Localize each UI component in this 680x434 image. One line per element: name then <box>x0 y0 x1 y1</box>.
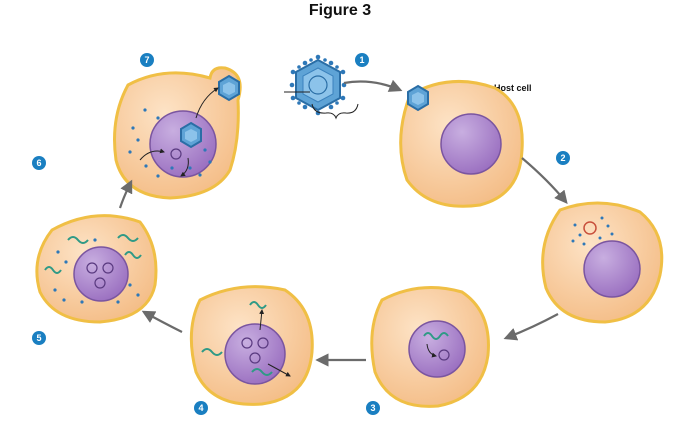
arrow-1-to-host <box>343 79 403 92</box>
arrow-5-to-7 <box>118 179 133 209</box>
step-badge-3: 3 <box>366 401 380 415</box>
cell-genome-entry <box>370 286 490 408</box>
step-badge-1: 1 <box>355 53 369 67</box>
step-badge-5: 5 <box>32 331 46 345</box>
svg-text:5: 5 <box>36 333 41 343</box>
cell-synthesis <box>35 214 158 324</box>
svg-text:1: 1 <box>359 55 364 65</box>
step-badge-4: 4 <box>194 401 208 415</box>
free-virus <box>284 54 359 120</box>
svg-text:4: 4 <box>198 403 203 413</box>
arrow-2-to-3 <box>503 313 559 341</box>
svg-text:2: 2 <box>560 153 565 163</box>
cell-replication <box>189 285 314 406</box>
cell-release <box>113 66 242 200</box>
arrow-4-to-5 <box>141 310 183 333</box>
svg-text:6: 6 <box>36 158 41 168</box>
step-badge-2: 2 <box>556 151 570 165</box>
cell-host <box>399 79 524 208</box>
step-badges: 1 2 3 4 5 6 7 <box>32 53 570 415</box>
arrow-host-to-2 <box>521 157 568 205</box>
host-cell-label: Host cell <box>494 83 532 93</box>
step-badge-7: 7 <box>140 53 154 67</box>
svg-text:7: 7 <box>144 55 149 65</box>
figure-title: Figure 3 <box>308 2 372 19</box>
step-badge-6: 6 <box>32 156 46 170</box>
cycle-arrows <box>118 79 568 367</box>
cell-entry <box>541 201 664 324</box>
svg-text:3: 3 <box>370 403 375 413</box>
